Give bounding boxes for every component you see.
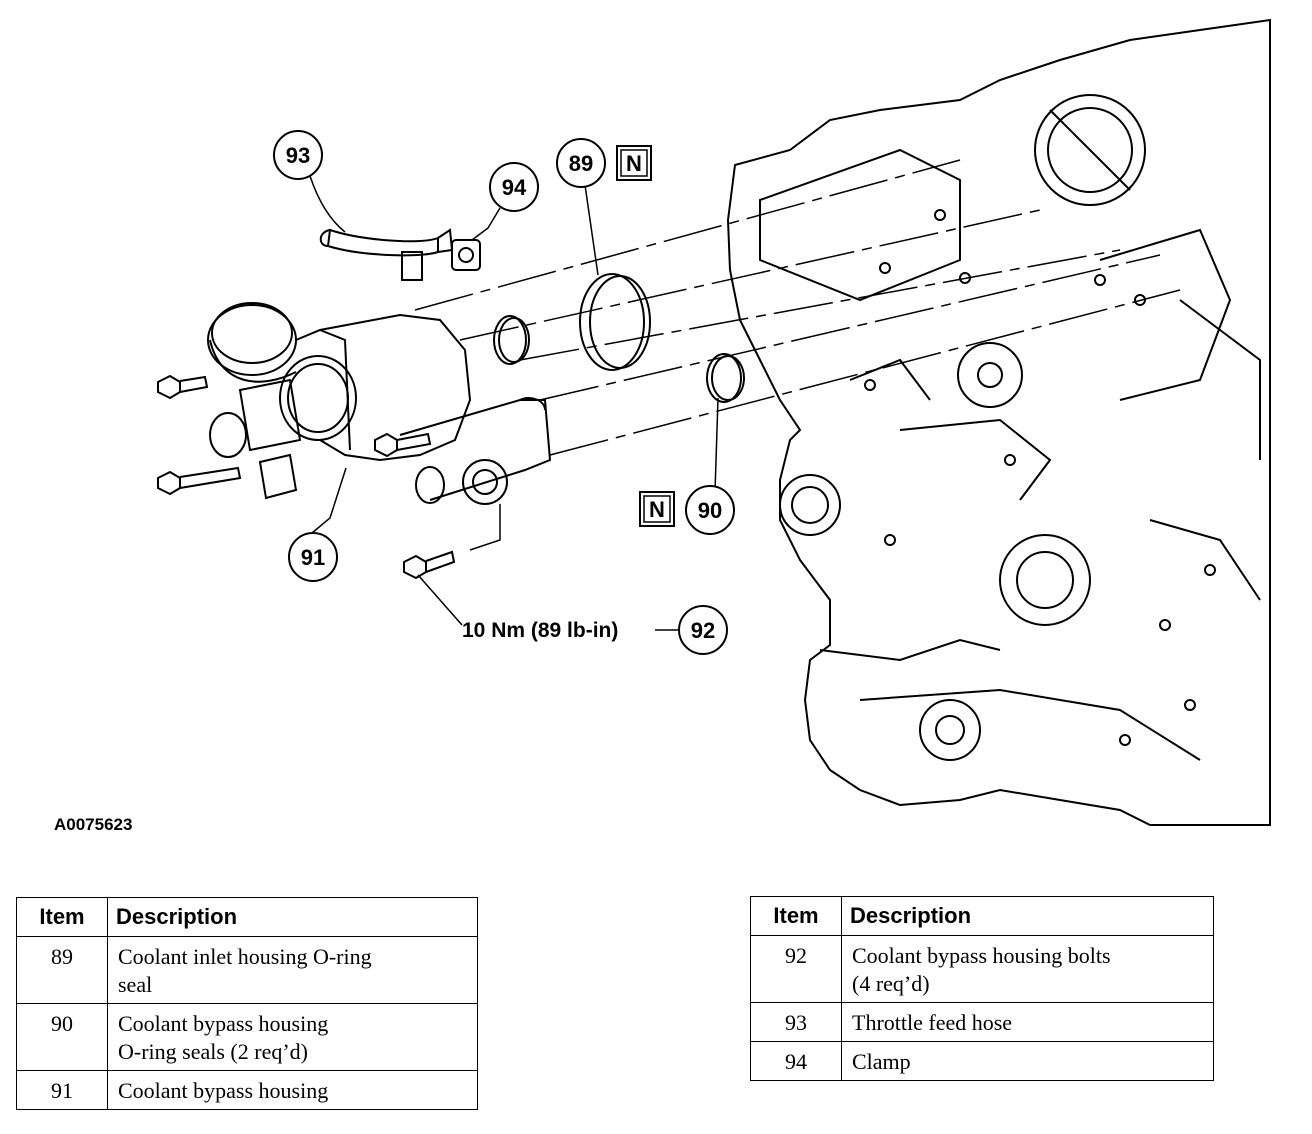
callout-92: 92 xyxy=(678,605,728,655)
description-line: (4 req’d) xyxy=(852,971,930,996)
item-description: Coolant bypass housing xyxy=(107,1070,478,1110)
item-description: Clamp xyxy=(841,1041,1214,1081)
callout-93: 93 xyxy=(273,130,323,180)
callout-94: 94 xyxy=(489,162,539,212)
coolant-bypass-housing-91 xyxy=(207,302,552,505)
item-number: 90 xyxy=(16,1003,108,1071)
n-symbol-89-label: N xyxy=(626,151,642,176)
engine-illustration xyxy=(726,18,1271,826)
callout-92-label: 92 xyxy=(691,618,715,643)
table-row: 89 Coolant inlet housing O-ring seal xyxy=(16,936,478,1004)
bolt-92-upper xyxy=(157,374,209,400)
throttle-feed-hose-93 xyxy=(319,228,454,281)
o-ring-seal-89 xyxy=(579,273,651,371)
item-description: Coolant bypass housing bolts (4 req’d) xyxy=(841,935,1214,1003)
table-header-row: Item Description xyxy=(750,896,1214,936)
exploded-view-diagram: 93 94 89 N N 90 91 92 10 Nm (89 lb-in) xyxy=(157,18,1271,826)
item-description: Coolant bypass housing O-ring seals (2 r… xyxy=(107,1003,478,1071)
callout-89-label: 89 xyxy=(569,151,593,176)
callout-90: 90 xyxy=(685,485,735,535)
table-row: 94 Clamp xyxy=(750,1041,1214,1081)
description-line: seal xyxy=(118,972,153,997)
item-number: 93 xyxy=(750,1002,842,1042)
description-line: Coolant bypass housing xyxy=(118,1078,329,1103)
callout-91: 91 xyxy=(288,532,338,582)
leader-lines xyxy=(309,175,719,631)
alignment-lines xyxy=(414,159,1181,456)
description-header: Description xyxy=(841,896,1214,936)
bolt-92-lower xyxy=(403,550,456,580)
item-number: 89 xyxy=(16,936,108,1004)
item-header: Item xyxy=(16,897,108,937)
item-header: Item xyxy=(750,896,842,936)
torque-spec-label: 10 Nm (89 lb-in) xyxy=(462,619,618,642)
item-number: 94 xyxy=(750,1041,842,1081)
description-header: Description xyxy=(107,897,478,937)
callout-91-label: 91 xyxy=(301,545,325,570)
item-number: 91 xyxy=(16,1070,108,1110)
callout-94-label: 94 xyxy=(502,175,527,200)
description-line: Coolant inlet housing O-ring xyxy=(118,944,372,969)
clamp-94 xyxy=(451,239,481,271)
n-symbol-90: N xyxy=(639,491,675,527)
description-line: Coolant bypass housing bolts xyxy=(852,943,1111,968)
table-row: 93 Throttle feed hose xyxy=(750,1002,1214,1042)
parts-table-right: Item Description 92 Coolant bypass housi… xyxy=(750,896,1214,1081)
o-ring-seal-90-upper xyxy=(493,315,530,365)
callout-89: 89 xyxy=(556,138,606,188)
callout-90-label: 90 xyxy=(698,498,722,523)
item-description: Throttle feed hose xyxy=(841,1002,1214,1042)
item-number: 92 xyxy=(750,935,842,1003)
description-line: Coolant bypass housing xyxy=(118,1011,329,1036)
table-row: 91 Coolant bypass housing xyxy=(16,1070,478,1110)
parts-table-left: Item Description 89 Coolant inlet housin… xyxy=(16,897,478,1110)
n-symbol-89: N xyxy=(616,145,652,181)
bolt-92-middle xyxy=(157,466,242,496)
figure-id: A0075623 xyxy=(54,815,133,834)
description-line: Throttle feed hose xyxy=(852,1010,1013,1035)
o-ring-seal-90-lower xyxy=(706,353,745,403)
description-line: Clamp xyxy=(852,1049,911,1074)
table-row: 90 Coolant bypass housing O-ring seals (… xyxy=(16,1003,478,1071)
item-description: Coolant inlet housing O-ring seal xyxy=(107,936,478,1004)
callout-93-label: 93 xyxy=(286,143,310,168)
table-row: 92 Coolant bypass housing bolts (4 req’d… xyxy=(750,935,1214,1003)
description-line: O-ring seals (2 req’d) xyxy=(118,1039,308,1064)
n-symbol-90-label: N xyxy=(649,497,665,522)
bolt-92-center xyxy=(374,432,432,458)
table-header-row: Item Description xyxy=(16,897,478,937)
